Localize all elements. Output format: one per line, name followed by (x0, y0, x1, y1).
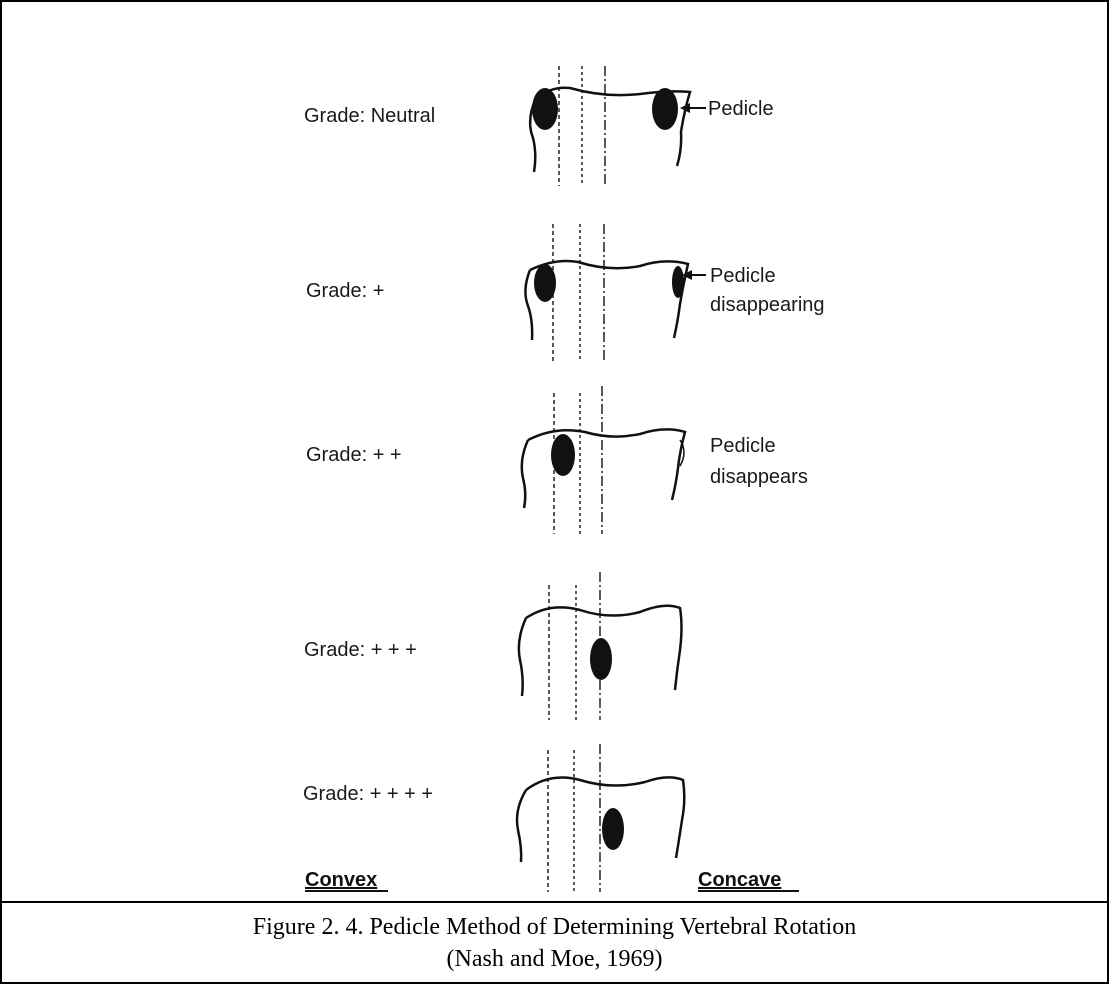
grade-label-neutral: Grade: Neutral (304, 105, 435, 127)
annotation-disappearing-line2: disappearing (710, 294, 825, 316)
annotation-disappears-line1: Pedicle (710, 435, 776, 457)
pedicle-left (602, 808, 624, 850)
vertebra-outline-left (522, 440, 528, 508)
pedicle-right (672, 266, 684, 298)
vertebra-neutral (530, 66, 706, 186)
vertebra-grade-2 (522, 386, 685, 534)
grade-label-plus3: Grade: + + + (304, 639, 417, 661)
annotation-disappears-line2: disappears (710, 466, 808, 488)
side-label-convex: Convex (305, 869, 377, 891)
grade-label-plus1: Grade: + (306, 280, 384, 302)
pedicle-left (551, 434, 575, 476)
vertebra-outline-left (517, 790, 526, 862)
figure-caption-line1: Figure 2. 4. Pedicle Method of Determini… (0, 912, 1109, 942)
pedicle-left (590, 638, 612, 680)
grade-label-plus2: Grade: + + (306, 444, 402, 466)
vertebra-outline (528, 429, 685, 500)
grade-label-plus4: Grade: + + + + (303, 783, 433, 805)
side-label-concave: Concave (698, 869, 781, 891)
pedicle-right (652, 88, 678, 130)
pedicle-left (532, 88, 558, 130)
vertebra-outline-left (525, 270, 532, 340)
vertebra-grade-4 (517, 744, 684, 892)
vertebra-grade-3 (519, 572, 682, 720)
pedicle-left (534, 264, 556, 302)
figure-caption-line2: (Nash and Moe, 1969) (0, 944, 1109, 974)
vertebra-grade-1 (525, 224, 706, 362)
annotation-pedicle: Pedicle (708, 98, 774, 120)
annotation-disappearing-line1: Pedicle (710, 265, 776, 287)
vertebra-outline-left (519, 618, 526, 696)
